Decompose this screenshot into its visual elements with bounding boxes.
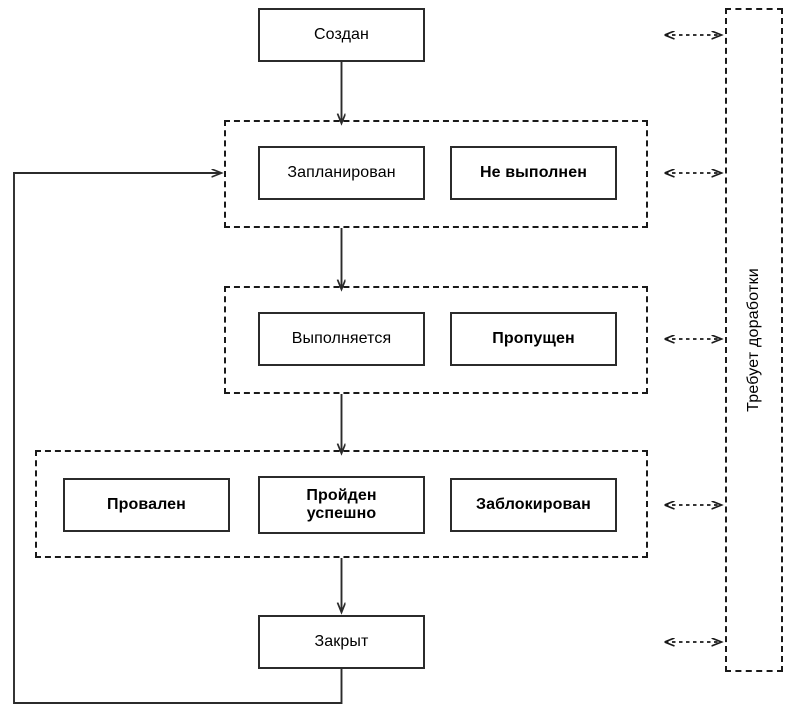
state-label-passed: Пройден успешно bbox=[306, 486, 377, 522]
state-node-created[interactable]: Создан bbox=[258, 8, 425, 62]
state-label-skipped: Пропущен bbox=[492, 329, 575, 347]
state-label-created: Создан bbox=[314, 25, 369, 43]
state-node-passed[interactable]: Пройден успешно bbox=[258, 476, 425, 534]
state-label-planned: Запланирован bbox=[287, 163, 396, 181]
state-node-planned[interactable]: Запланирован bbox=[258, 146, 425, 200]
state-label-not-done: Не выполнен bbox=[480, 163, 587, 181]
state-node-failed[interactable]: Провален bbox=[63, 478, 230, 532]
group-result-container bbox=[35, 450, 648, 558]
state-node-blocked[interactable]: Заблокирован bbox=[450, 478, 617, 532]
group-planned-container bbox=[224, 120, 648, 228]
rework-panel[interactable]: Требует доработки bbox=[725, 8, 783, 672]
group-running-container bbox=[224, 286, 648, 394]
state-node-skipped[interactable]: Пропущен bbox=[450, 312, 617, 366]
state-node-closed[interactable]: Закрыт bbox=[258, 615, 425, 669]
state-label-failed: Провален bbox=[107, 495, 186, 513]
state-label-running: Выполняется bbox=[291, 329, 392, 347]
state-label-blocked: Заблокирован bbox=[476, 495, 591, 513]
state-node-not-done[interactable]: Не выполнен bbox=[450, 146, 617, 200]
state-label-closed: Закрыт bbox=[314, 632, 369, 650]
rework-panel-label: Требует доработки bbox=[745, 268, 762, 412]
state-node-running[interactable]: Выполняется bbox=[258, 312, 425, 366]
